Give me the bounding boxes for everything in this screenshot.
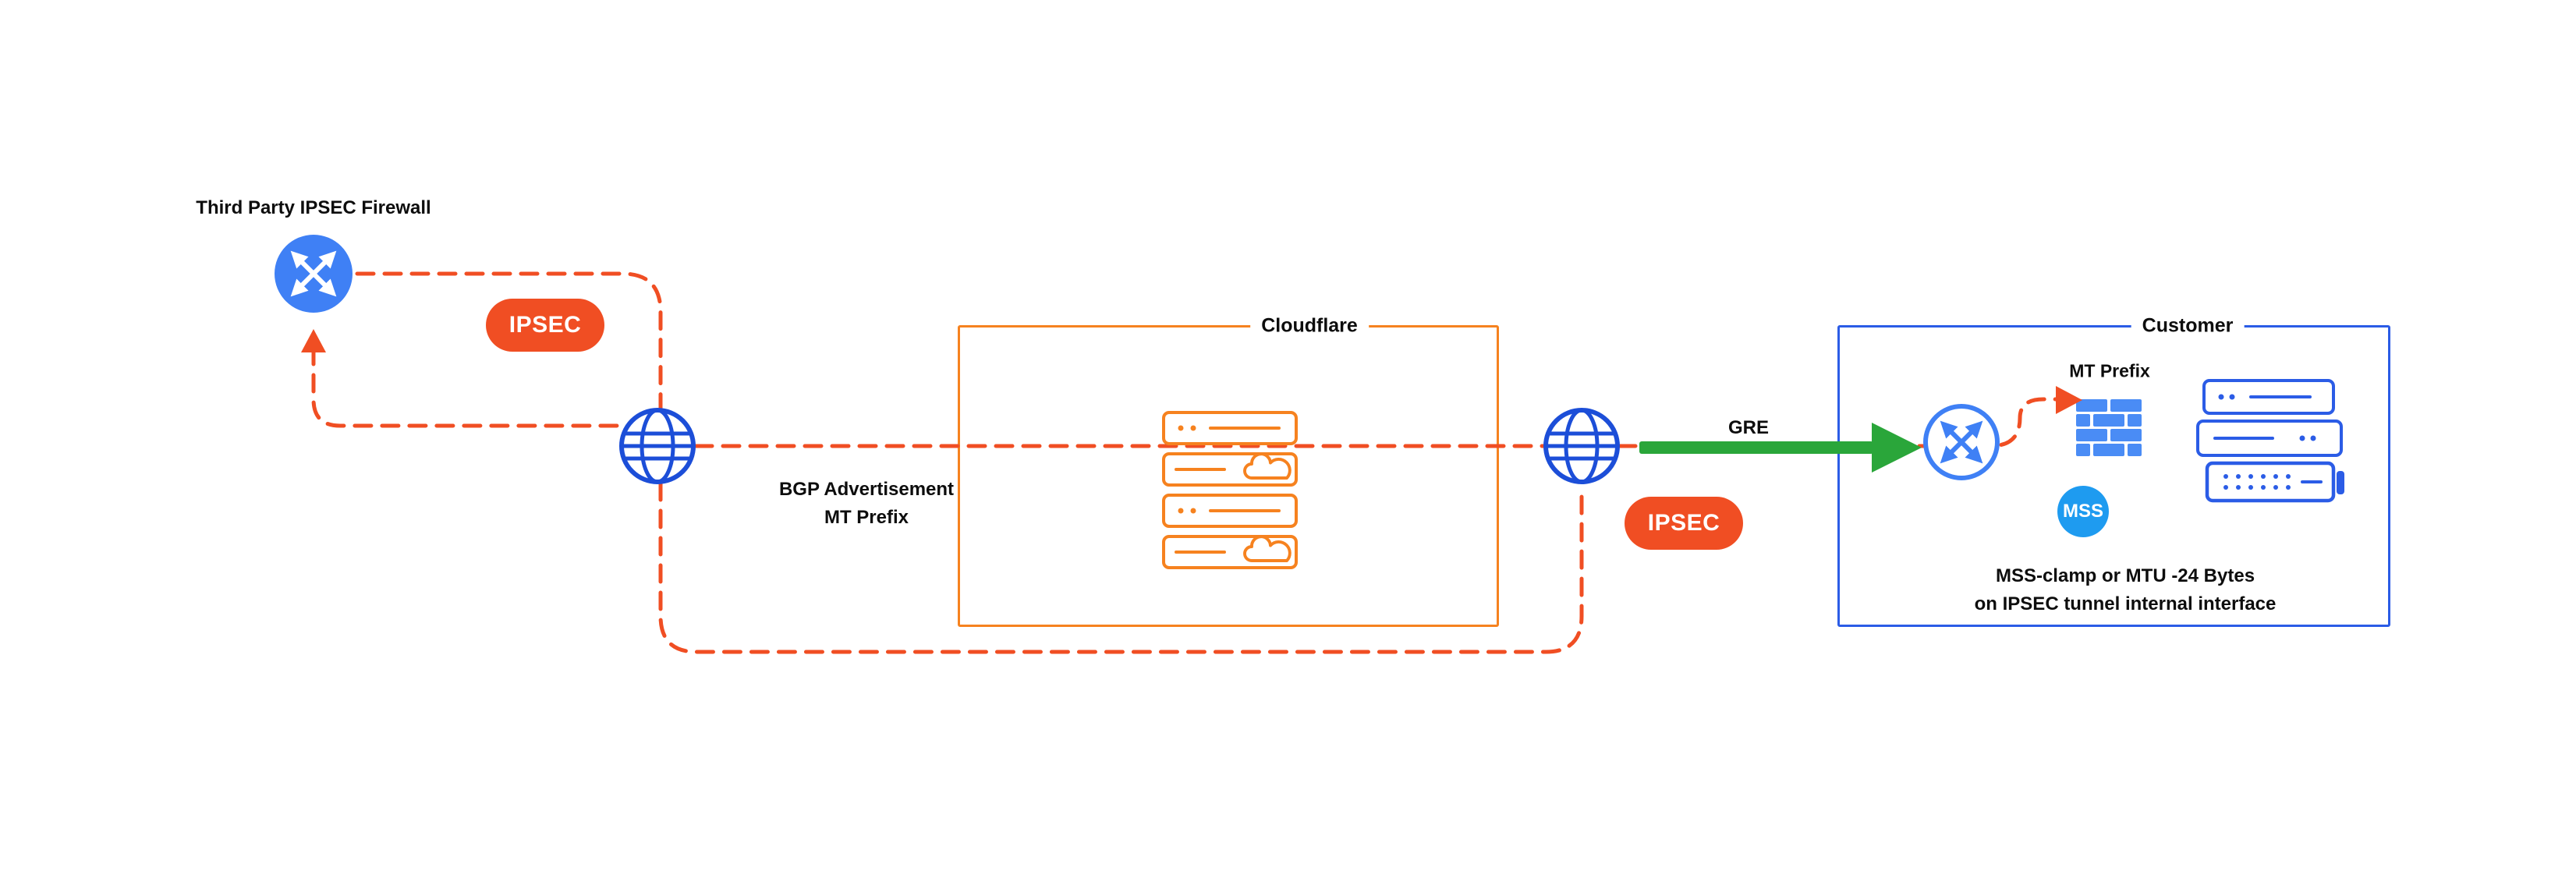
up-arrowhead-icon <box>301 329 326 352</box>
tunnel-path-return-to-firewall <box>311 345 663 484</box>
mt-prefix-arrowhead-icon <box>2056 386 2082 414</box>
tunnel-dashed-paths <box>301 271 2061 654</box>
cloudflare-server-icon <box>1162 494 1298 528</box>
cloudflare-box-label: Cloudflare <box>1250 314 1369 338</box>
internet-left-globe-icon <box>622 410 693 482</box>
cloudflare-server-icon <box>1162 411 1298 445</box>
tunnel-path-to-customer <box>1617 397 2061 448</box>
cloud-icon <box>1243 535 1292 562</box>
third-party-firewall-label: Third Party IPSEC Firewall <box>196 197 431 218</box>
bgp-advertisement-label: BGP Advertisement MT Prefix <box>779 476 954 532</box>
customer-box <box>1837 325 2390 627</box>
mss-badge: MSS <box>2057 486 2109 537</box>
gre-label: GRE <box>1727 417 1770 438</box>
customer-note-line2: on IPSEC tunnel internal interface <box>1974 593 2277 614</box>
customer-server-icon <box>2202 379 2335 415</box>
customer-firewall-bricks-icon <box>2076 399 2142 456</box>
customer-note-line1: MSS-clamp or MTU -24 Bytes <box>1995 565 2255 586</box>
customer-note: MSS-clamp or MTU -24 Bytes on IPSEC tunn… <box>1975 562 2277 618</box>
bgp-advertisement-line1: BGP Advertisement <box>778 479 955 500</box>
server-side-tab-icon <box>2337 471 2344 494</box>
bgp-advertisement-line2: MT Prefix <box>824 507 909 528</box>
tunnel-path-bottom-loop <box>658 481 1584 654</box>
customer-box-label: Customer <box>2131 314 2245 338</box>
cloudflare-server-cloud-icon <box>1162 535 1298 569</box>
mt-prefix-label: MT Prefix <box>2069 360 2150 381</box>
customer-server-icon <box>2196 420 2343 457</box>
internet-right-globe-icon <box>1546 410 1618 482</box>
cloudflare-server-cloud-icon <box>1162 452 1298 487</box>
cloud-icon <box>1243 452 1292 480</box>
cloudflare-box <box>958 325 1499 627</box>
customer-router-icon <box>1923 404 2000 480</box>
gre-arrow-icon <box>1639 423 1922 473</box>
third-party-firewall-icon <box>275 235 353 313</box>
ipsec-badge-right: IPSEC <box>1625 497 1743 550</box>
ipsec-badge-left: IPSEC <box>486 299 604 352</box>
customer-server-vented-icon <box>2205 461 2344 503</box>
